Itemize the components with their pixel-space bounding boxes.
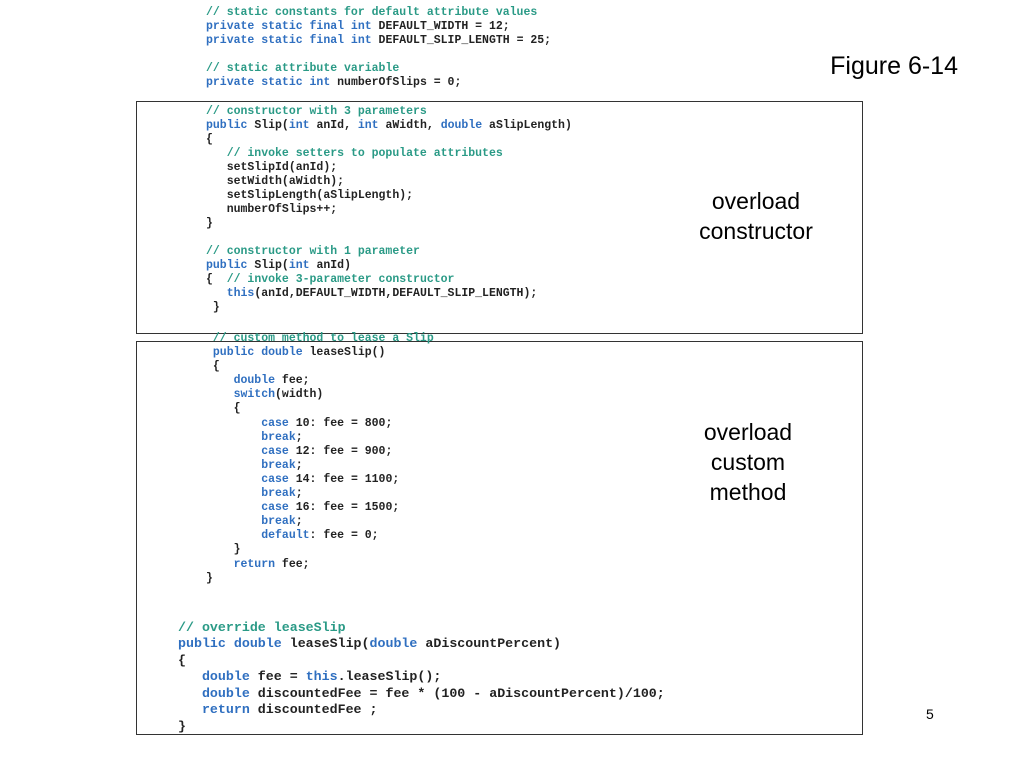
code-block-constants: // static constants for default attribut… [206, 6, 551, 90]
code-line: } [206, 301, 220, 314]
code-line: setSlipId(anId); [206, 161, 338, 174]
overload-constructor-label: overload constructor [699, 188, 813, 244]
code-line: } [206, 571, 213, 585]
code-line: private static int numberOfSlips = 0; [206, 76, 462, 89]
code-line: { [206, 402, 241, 416]
code-line: { [206, 360, 220, 374]
code-line: // constructor with 3 parameters [206, 105, 427, 118]
code-line: setWidth(aWidth); [206, 175, 345, 188]
code-line: } [206, 217, 213, 230]
code-line: // static constants for default attribut… [206, 6, 538, 19]
code-line: return discountedFee ; [178, 702, 378, 717]
code-line: case 10: fee = 800; [206, 416, 393, 430]
overload-method-box [136, 341, 863, 735]
code-line: public Slip(int anId) [206, 259, 351, 272]
code-line: // constructor with 1 parameter [206, 245, 420, 258]
code-line: public Slip(int anId, int aWidth, double… [206, 119, 572, 132]
code-line: switch(width) [206, 388, 324, 402]
code-line: public double leaseSlip(double aDiscount… [178, 636, 562, 651]
overload-constructor-box [136, 101, 863, 334]
code-line: private static final int DEFAULT_SLIP_LE… [206, 34, 552, 47]
code-line: } [178, 718, 186, 734]
code-line [206, 231, 572, 245]
code-line [206, 48, 551, 62]
figure-label: Figure 6-14 [830, 52, 958, 80]
code-line: break; [206, 515, 303, 529]
code-line: { // invoke 3-parameter constructor [206, 273, 455, 286]
code-line: double discountedFee = fee * (100 - aDis… [178, 685, 665, 701]
code-line: return fee; [206, 557, 310, 571]
code-line: case 14: fee = 1100; [206, 472, 400, 486]
code-line: } [206, 543, 241, 557]
page-number: 5 [926, 706, 934, 722]
code-line: private static final int DEFAULT_WIDTH =… [206, 20, 510, 33]
code-line: default: fee = 0; [206, 529, 379, 543]
code-block-lease-slip: // custom method to lease a Slip public … [206, 332, 434, 586]
code-line: // override leaseSlip [178, 619, 346, 635]
code-line [178, 603, 665, 620]
code-line: // custom method to lease a Slip [206, 332, 434, 345]
code-line: case 12: fee = 900; [206, 444, 393, 458]
code-line: // static attribute variable [206, 62, 400, 75]
code-line: public double leaseSlip() [206, 346, 386, 360]
overload-method-label: overload custom method [703, 419, 793, 505]
code-line: double fee = this.leaseSlip(); [178, 669, 442, 684]
code-line: { [206, 133, 213, 146]
code-line: numberOfSlips++; [206, 203, 338, 216]
code-line: double fee; [206, 374, 310, 388]
code-line: setSlipLength(aSlipLength); [206, 189, 414, 202]
code-line: break; [206, 458, 303, 472]
code-line: case 16: fee = 1500; [206, 501, 400, 515]
code-line: break; [206, 430, 303, 444]
code-line: { [178, 652, 186, 668]
code-line: break; [206, 487, 303, 501]
code-line: this(anId,DEFAULT_WIDTH,DEFAULT_SLIP_LEN… [206, 287, 538, 300]
code-line: // invoke setters to populate attributes [206, 147, 503, 160]
